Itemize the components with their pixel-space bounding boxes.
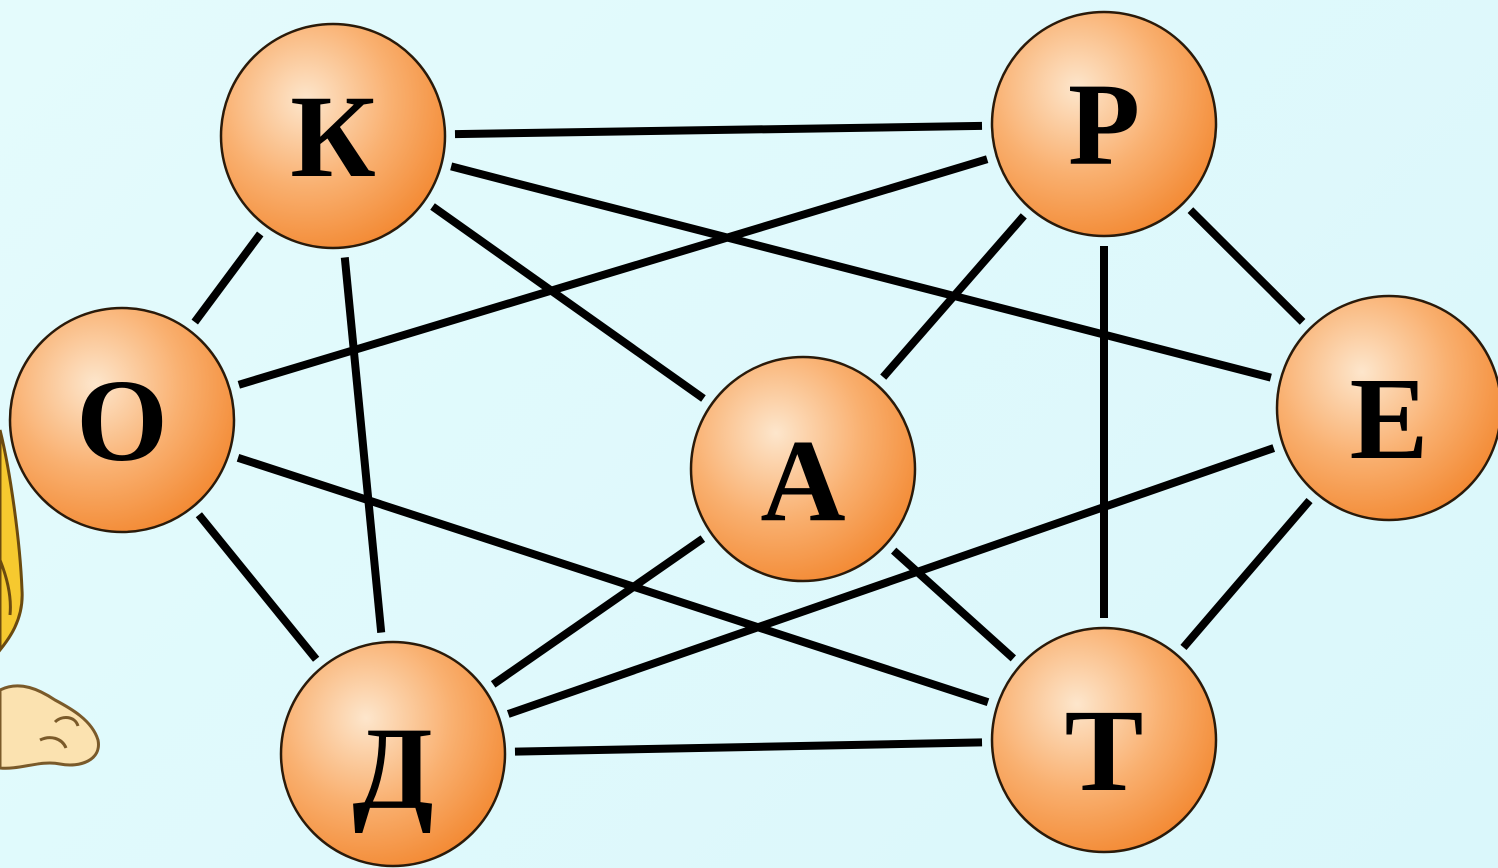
node-e-label: Е: [1350, 353, 1429, 484]
node-d: Д: [279, 640, 507, 868]
edge-o-d: [195, 512, 320, 662]
node-k-label: К: [290, 71, 376, 202]
edge-k-r: [454, 121, 983, 139]
node-t-label: Т: [1065, 685, 1144, 816]
edge-d-t: [514, 738, 983, 756]
cartoon-hand-icon: [0, 429, 100, 770]
edge-r-a: [880, 213, 1027, 380]
node-a-circle: [689, 355, 917, 583]
graph-nodes: К Р О А Е Д Т: [8, 10, 1498, 868]
edge-e-t: [1180, 497, 1313, 651]
node-o-label: О: [76, 355, 168, 486]
edge-k-o: [191, 231, 264, 325]
edge-a-d: [490, 535, 706, 688]
node-d-label: Д: [352, 703, 433, 834]
node-t-circle: [990, 626, 1218, 854]
node-r: Р: [990, 10, 1218, 238]
node-a: А: [689, 355, 917, 583]
node-k-circle: [219, 22, 447, 250]
edge-e-d: [506, 444, 1276, 718]
node-e: Е: [1275, 294, 1498, 522]
node-e-circle: [1275, 294, 1498, 522]
node-o-circle: [8, 306, 236, 534]
edge-k-d: [340, 257, 386, 633]
graph-edges: [191, 121, 1313, 756]
node-d-circle: [279, 640, 507, 868]
node-a-label: А: [760, 415, 845, 546]
node-k: К: [219, 22, 447, 250]
edge-r-e: [1187, 207, 1306, 325]
edge-o-t: [236, 453, 990, 707]
edge-r-o: [237, 155, 989, 389]
node-r-circle: [990, 10, 1218, 238]
edge-k-a: [430, 203, 706, 402]
node-o: О: [8, 306, 236, 534]
node-t: Т: [990, 626, 1218, 854]
edge-a-t: [890, 547, 1017, 662]
node-r-label: Р: [1068, 59, 1140, 190]
edge-k-e: [450, 162, 1272, 382]
